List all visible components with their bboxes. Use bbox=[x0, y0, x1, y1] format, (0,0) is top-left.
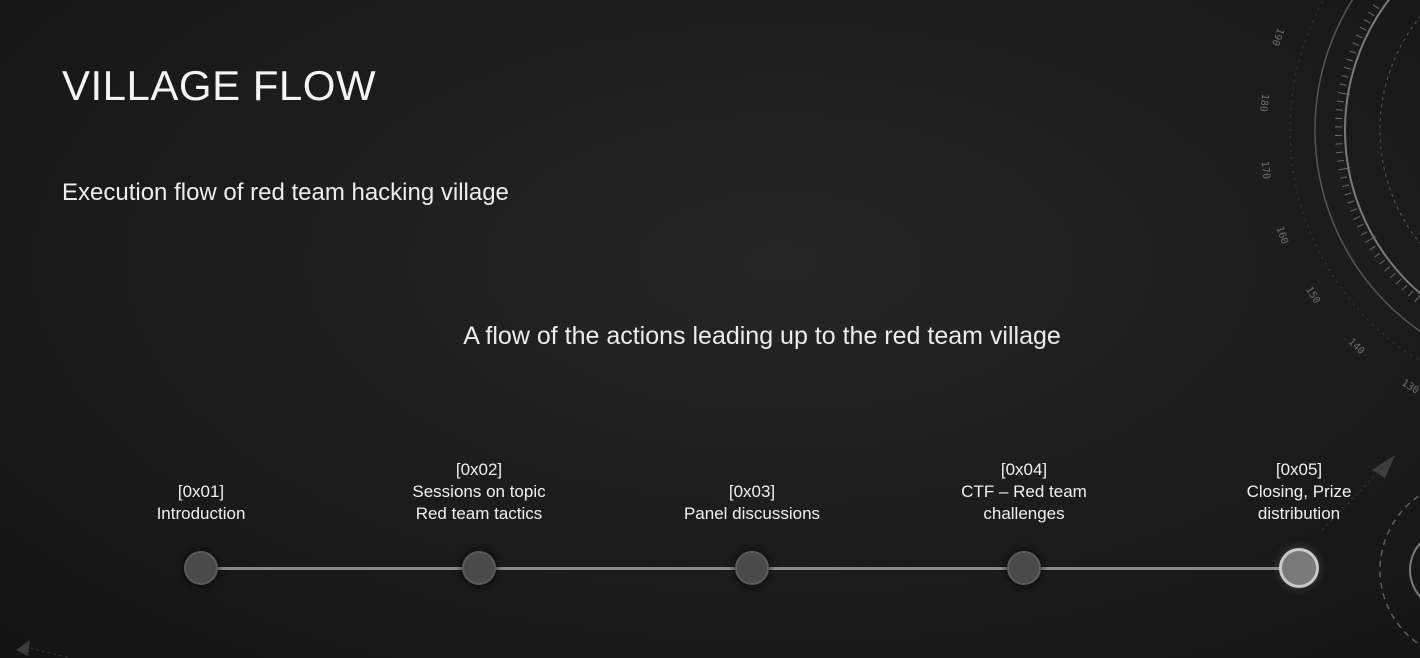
dial-label: 130 bbox=[1399, 378, 1420, 397]
timeline-step-text: [0x03] Panel discussions bbox=[652, 481, 852, 525]
timeline-step-label: Introduction bbox=[156, 504, 246, 523]
timeline-step: [0x01] Introduction bbox=[101, 0, 301, 525]
timeline-node[interactable] bbox=[184, 551, 218, 585]
slide-subtitle: Execution flow of red team hacking villa… bbox=[62, 179, 509, 206]
timeline-step-code: [0x03] bbox=[728, 482, 776, 501]
timeline-step-label: Sessions on topic bbox=[412, 482, 546, 501]
timeline-step: [0x05] Closing, Prize distribution bbox=[1199, 0, 1399, 525]
timeline-step-label: Panel discussions bbox=[683, 504, 821, 523]
timeline-step-label: Closing, Prize bbox=[1246, 482, 1352, 501]
timeline-node[interactable] bbox=[462, 551, 496, 585]
timeline-step-label: CTF – Red team bbox=[961, 482, 1087, 501]
timeline-step-code: [0x05] bbox=[1275, 460, 1323, 479]
timeline-step-code: [0x01] bbox=[177, 482, 225, 501]
timeline-caption: A flow of the actions leading up to the … bbox=[463, 322, 1061, 350]
dial-tick bbox=[1407, 290, 1414, 297]
dial-tick bbox=[1414, 294, 1420, 303]
timeline-step-text: [0x04] CTF – Red team challenges bbox=[924, 459, 1124, 525]
timeline-step-code: [0x02] bbox=[455, 460, 503, 479]
timeline-step-label: challenges bbox=[983, 504, 1065, 523]
slide-title: VILLAGE FLOW bbox=[62, 62, 377, 109]
timeline-step-code: [0x04] bbox=[1000, 460, 1048, 479]
timeline-step-text: [0x05] Closing, Prize distribution bbox=[1199, 459, 1399, 525]
dial-tick bbox=[1401, 284, 1408, 291]
timeline-step-label: Red team tactics bbox=[415, 504, 543, 523]
timeline-step: [0x04] CTF – Red team challenges bbox=[924, 0, 1124, 525]
timeline-step: [0x03] Panel discussions bbox=[652, 0, 852, 525]
timeline-node[interactable] bbox=[735, 551, 769, 585]
timeline-step-label: distribution bbox=[1257, 504, 1341, 523]
timeline-node[interactable] bbox=[1007, 551, 1041, 585]
timeline-step-text: [0x01] Introduction bbox=[101, 481, 301, 525]
timeline-node[interactable] bbox=[1279, 548, 1319, 588]
